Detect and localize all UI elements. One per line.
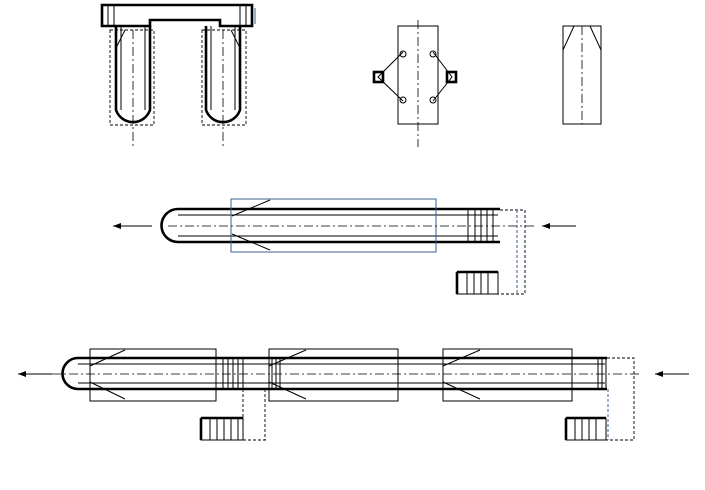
- header-cap: [100, 3, 254, 28]
- outlet-arrowhead: [113, 223, 121, 229]
- sleeve-2-taper: [268, 381, 307, 400]
- sleeve-3-taper: [442, 349, 481, 367]
- end-header-block: [565, 417, 607, 441]
- bolt-hole: [429, 50, 437, 58]
- single-header-hidden: [498, 209, 526, 295]
- sleeve-3: [442, 348, 573, 402]
- sleeve-2-taper: [268, 349, 307, 367]
- right-clamp-wire: [432, 51, 453, 102]
- single-sleeve: [230, 198, 437, 253]
- single-pass-plan: [113, 198, 576, 295]
- front-elevation-view: [100, 3, 256, 147]
- bolt-hole: [399, 50, 407, 58]
- sleeve-3-taper: [442, 381, 481, 400]
- long-tube-outer: [61, 356, 607, 391]
- side-body: [562, 25, 602, 125]
- single-tube-outer: [160, 207, 500, 244]
- right-leg-taper-mark: [230, 29, 241, 49]
- sleeve-1-taper: [89, 349, 126, 367]
- inlet-arrowhead: [542, 223, 550, 229]
- single-sleeve-taper: [231, 199, 271, 217]
- left-leg-sleeve-hidden: [109, 29, 155, 126]
- single-sleeve-taper: [231, 233, 271, 251]
- bolt-hole: [399, 96, 407, 104]
- side-taper-mark: [589, 25, 602, 51]
- sleeve-1: [89, 348, 217, 402]
- sleeve-2: [268, 348, 399, 402]
- bolt-hole: [429, 96, 437, 104]
- end-header-hidden: [606, 357, 635, 441]
- mid-header-block: [200, 417, 244, 441]
- outlet-arrowhead: [18, 371, 26, 377]
- inlet-arrowhead: [655, 371, 663, 377]
- sleeve-1-taper: [89, 381, 126, 400]
- left-clamp-wire: [377, 51, 404, 102]
- single-tube-inner: [178, 214, 498, 237]
- multi-section-plan: [18, 348, 689, 441]
- section-view: [372, 20, 458, 147]
- right-clamp-block: [445, 70, 458, 84]
- right-leg-sleeve-hidden: [201, 29, 247, 126]
- left-leg-taper-mark: [115, 29, 126, 49]
- single-header-block: [456, 271, 499, 295]
- side-view: [562, 25, 602, 125]
- long-tube-inner: [78, 363, 605, 384]
- side-taper-mark: [562, 25, 575, 51]
- left-clamp-block: [372, 70, 385, 84]
